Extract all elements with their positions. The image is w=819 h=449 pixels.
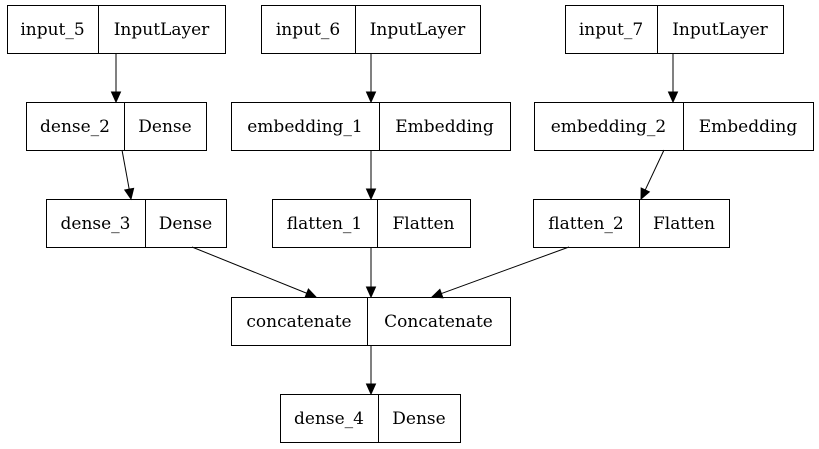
node-embedding_1: embedding_1 Embedding bbox=[231, 102, 511, 151]
edge-line bbox=[191, 246, 307, 294]
arrowhead bbox=[123, 187, 135, 201]
edge-line bbox=[121, 149, 130, 190]
node-dense_3: dense_3 Dense bbox=[46, 199, 227, 248]
node-type-label: Embedding bbox=[699, 117, 798, 137]
arrowhead bbox=[667, 91, 679, 104]
arrowhead bbox=[304, 288, 318, 298]
node-type-label: InputLayer bbox=[672, 20, 768, 40]
node-box bbox=[231, 297, 511, 346]
node-box bbox=[261, 5, 481, 54]
edge-concatenate-to-dense_4 bbox=[365, 345, 377, 396]
node-name-label: flatten_1 bbox=[287, 214, 362, 234]
arrowhead bbox=[640, 187, 651, 201]
edge-flatten_1-to-concatenate bbox=[365, 247, 377, 299]
arrowhead bbox=[365, 286, 377, 299]
edge-dense_2-to-dense_3 bbox=[121, 149, 135, 201]
node-input_6: input_6 InputLayer bbox=[261, 5, 481, 54]
node-input_5: input_5 InputLayer bbox=[7, 5, 226, 54]
node-box bbox=[565, 5, 784, 54]
node-type-label: Concatenate bbox=[384, 312, 493, 332]
node-name-label: dense_3 bbox=[61, 214, 131, 234]
node-box bbox=[534, 102, 814, 151]
edge-dense_3-to-concatenate bbox=[191, 246, 318, 298]
node-type-label: Flatten bbox=[392, 214, 454, 234]
node-name-label: dense_4 bbox=[294, 409, 364, 429]
node-type-label: Dense bbox=[392, 409, 445, 429]
node-box bbox=[46, 199, 227, 248]
node-name-label: flatten_2 bbox=[548, 214, 623, 234]
node-box bbox=[533, 199, 730, 248]
node-type-label: Flatten bbox=[653, 214, 715, 234]
node-flatten_1: flatten_1 Flatten bbox=[272, 199, 471, 248]
node-dense_2: dense_2 Dense bbox=[26, 102, 207, 151]
node-embedding_2: embedding_2 Embedding bbox=[534, 102, 814, 151]
node-type-label: InputLayer bbox=[370, 20, 466, 40]
edge-line bbox=[441, 246, 570, 295]
node-name-label: embedding_2 bbox=[551, 117, 666, 137]
node-name-label: input_5 bbox=[20, 20, 84, 40]
arrowhead bbox=[365, 383, 377, 396]
edge-embedding_1-to-flatten_1 bbox=[365, 150, 377, 201]
node-flatten_2: flatten_2 Flatten bbox=[533, 199, 730, 248]
node-type-label: Dense bbox=[159, 214, 212, 234]
node-input_7: input_7 InputLayer bbox=[565, 5, 784, 54]
arrowhead bbox=[365, 188, 377, 201]
edge-flatten_2-to-concatenate bbox=[430, 246, 570, 299]
arrowhead bbox=[365, 91, 377, 104]
node-name-label: embedding_1 bbox=[247, 117, 362, 137]
edge-input_7-to-embedding_2 bbox=[667, 53, 679, 104]
edge-line bbox=[644, 149, 665, 191]
node-box bbox=[231, 102, 511, 151]
edge-input_5-to-dense_2 bbox=[110, 53, 122, 104]
node-box bbox=[7, 5, 226, 54]
node-box bbox=[272, 199, 471, 248]
arrowhead bbox=[110, 91, 122, 104]
node-name-label: input_6 bbox=[276, 20, 340, 40]
node-concatenate: concatenate Concatenate bbox=[231, 297, 511, 346]
node-box bbox=[280, 394, 461, 443]
node-name-label: concatenate bbox=[246, 312, 351, 332]
node-name-label: input_7 bbox=[579, 20, 643, 40]
node-box bbox=[26, 102, 207, 151]
arrowhead bbox=[430, 288, 444, 299]
node-type-label: InputLayer bbox=[114, 20, 210, 40]
edge-embedding_2-to-flatten_2 bbox=[640, 149, 665, 201]
node-type-label: Embedding bbox=[395, 117, 494, 137]
node-name-label: dense_2 bbox=[40, 117, 110, 137]
edge-input_6-to-embedding_1 bbox=[365, 53, 377, 104]
edges-layer bbox=[110, 53, 679, 396]
node-dense_4: dense_4 Dense bbox=[280, 394, 461, 443]
node-type-label: Dense bbox=[138, 117, 191, 137]
